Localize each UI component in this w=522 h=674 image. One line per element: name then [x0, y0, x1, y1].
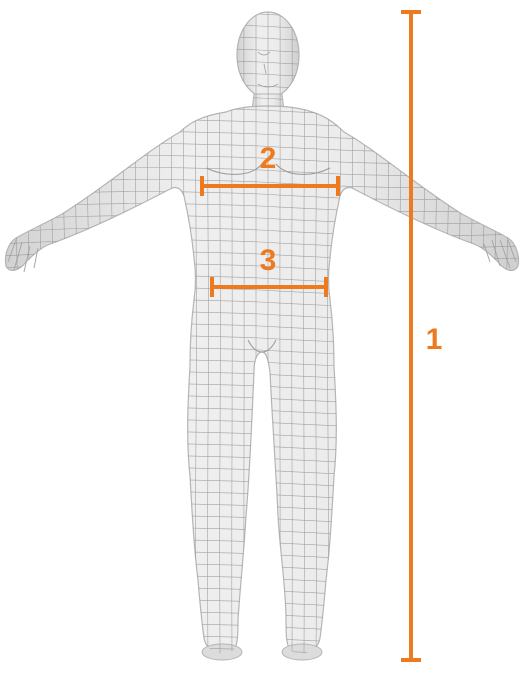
- height-measurement-label: 1: [426, 323, 443, 356]
- mesh-line-horizontal: [0, 516, 520, 524]
- mesh-line-vertical: [135, 0, 137, 660]
- mesh-line-vertical: [482, 0, 485, 660]
- mesh-line-horizontal: [0, 468, 520, 476]
- mesh-line-horizontal: [0, 564, 520, 572]
- mesh-line-vertical: [171, 0, 172, 660]
- mesh-line-horizontal: [0, 372, 520, 380]
- mesh-line-vertical: [351, 0, 352, 660]
- mesh-line-horizontal: [0, 408, 520, 416]
- chest-measurement-label: 2: [260, 142, 277, 175]
- mesh-line-vertical: [63, 0, 66, 660]
- mesh-line-vertical: [50, 0, 53, 660]
- mesh-line-horizontal: [0, 492, 520, 500]
- mesh-line-horizontal: [0, 360, 520, 368]
- height-measurement: 1: [401, 12, 442, 660]
- mesh-line-horizontal: [0, 636, 520, 644]
- mesh-line-horizontal: [0, 600, 520, 608]
- mesh-line-vertical: [339, 0, 340, 660]
- mesh-line-vertical: [399, 0, 401, 660]
- mesh-line-vertical: [494, 0, 498, 660]
- mesh-line-horizontal: [0, 528, 520, 536]
- mesh-line-horizontal: [0, 384, 520, 392]
- mesh-line-vertical: [111, 0, 113, 660]
- mesh-line-vertical: [26, 0, 30, 660]
- waist-measurement-label: 3: [260, 244, 277, 277]
- mesh-line-horizontal: [0, 444, 520, 452]
- mesh-line-horizontal: [0, 396, 520, 404]
- mesh-line-vertical: [459, 0, 462, 660]
- mesh-line-vertical: [99, 0, 101, 660]
- mesh-line-vertical: [470, 0, 473, 660]
- mesh-line-vertical: [387, 0, 389, 660]
- mesh-line-vertical: [123, 0, 125, 660]
- mesh-line-vertical: [2, 0, 6, 660]
- mesh-line-horizontal: [0, 576, 520, 584]
- mesh-line-vertical: [363, 0, 365, 660]
- mesh-line-vertical: [518, 0, 522, 660]
- mesh-line-vertical: [183, 0, 184, 660]
- mesh-line-vertical: [375, 0, 377, 660]
- mesh-line-horizontal: [0, 432, 520, 440]
- mesh-line-horizontal: [0, 660, 520, 668]
- mesh-line-vertical: [159, 0, 161, 660]
- mesh-line-horizontal: [0, 624, 520, 632]
- mesh-line-vertical: [87, 0, 90, 660]
- mesh-line-vertical: [447, 0, 450, 660]
- mesh-line-vertical: [506, 0, 510, 660]
- mesh-line-horizontal: [0, 612, 520, 620]
- mesh-line-horizontal: [0, 420, 520, 428]
- mesh-line-horizontal: [0, 480, 520, 488]
- mesh-line-horizontal: [0, 540, 520, 548]
- mesh-line-vertical: [14, 0, 18, 660]
- mannequin-torso-arms-legs: [5, 106, 518, 654]
- mesh-line-horizontal: [0, 588, 520, 596]
- mesh-line-horizontal: [0, 456, 520, 464]
- mesh-line-vertical: [75, 0, 78, 660]
- mesh-line-horizontal: [0, 504, 520, 512]
- mesh-line-horizontal: [0, 552, 520, 560]
- mesh-line-horizontal: [0, 648, 520, 656]
- mesh-line-vertical: [38, 0, 41, 660]
- mesh-line-vertical: [147, 0, 149, 660]
